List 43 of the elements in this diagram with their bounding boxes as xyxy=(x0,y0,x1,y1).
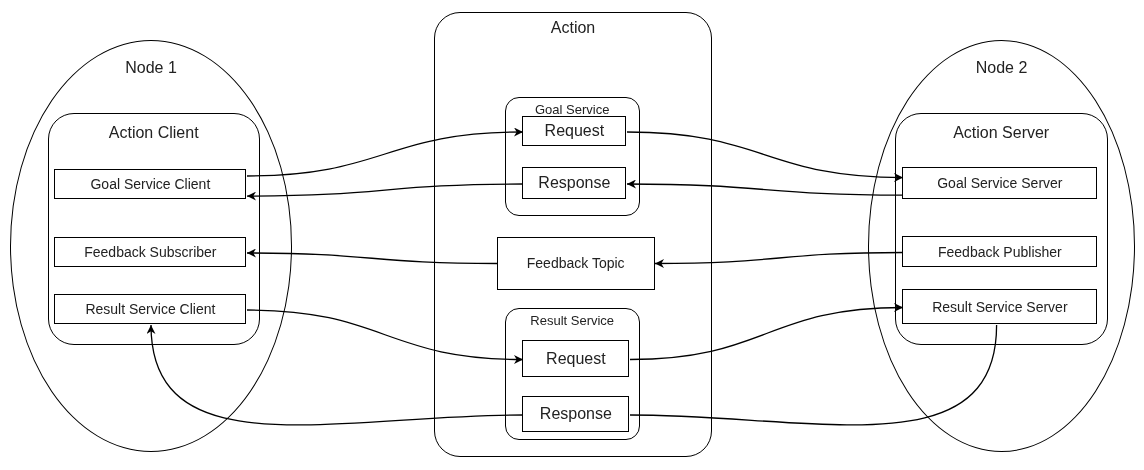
group-title: Result Service xyxy=(529,312,616,328)
process-box xyxy=(54,237,247,268)
process-box xyxy=(54,169,247,200)
group-box xyxy=(504,96,640,216)
process-box xyxy=(902,167,1098,200)
connector-arrow xyxy=(626,179,904,196)
node-label: Feedback Publisher xyxy=(938,243,1062,260)
node-title: Node 1 xyxy=(124,59,178,77)
process-box xyxy=(522,167,627,200)
node-label: Result Service Server xyxy=(932,298,1068,315)
connector-arrow xyxy=(246,127,524,177)
container-title: Action Server xyxy=(952,123,1051,142)
process-box xyxy=(496,236,655,290)
node-label: Feedback Subscriber xyxy=(84,244,217,261)
connector-arrow xyxy=(629,303,904,361)
connector-arrow xyxy=(654,251,904,268)
container-box xyxy=(47,112,260,345)
connector-arrow xyxy=(246,248,498,265)
process-box xyxy=(54,294,247,325)
process-box xyxy=(522,396,630,433)
process-box xyxy=(522,116,627,147)
node-label: Result Service Client xyxy=(85,301,216,318)
node-label: Response xyxy=(539,405,612,424)
container-box xyxy=(894,112,1108,345)
process-box xyxy=(522,340,630,378)
connector-arrow xyxy=(626,131,904,182)
node-label: Response xyxy=(538,174,611,193)
node-title: Node 2 xyxy=(974,59,1029,77)
node-label: Goal Service Server xyxy=(937,175,1063,192)
group-title: Goal Service xyxy=(533,101,611,117)
container-box xyxy=(434,12,712,457)
process-box xyxy=(902,236,1098,268)
node-label: Request xyxy=(544,122,605,141)
group-box xyxy=(504,307,640,440)
container-title: Action xyxy=(549,19,597,37)
connector-arrow xyxy=(246,309,524,364)
connector-arrow xyxy=(246,183,524,201)
node-label: Request xyxy=(546,349,606,368)
process-box xyxy=(902,289,1098,325)
node-label: Goal Service Client xyxy=(90,176,211,193)
container-title: Action Client xyxy=(107,123,200,142)
connector-arrow xyxy=(147,324,524,426)
node-label: Feedback Topic xyxy=(526,255,625,272)
